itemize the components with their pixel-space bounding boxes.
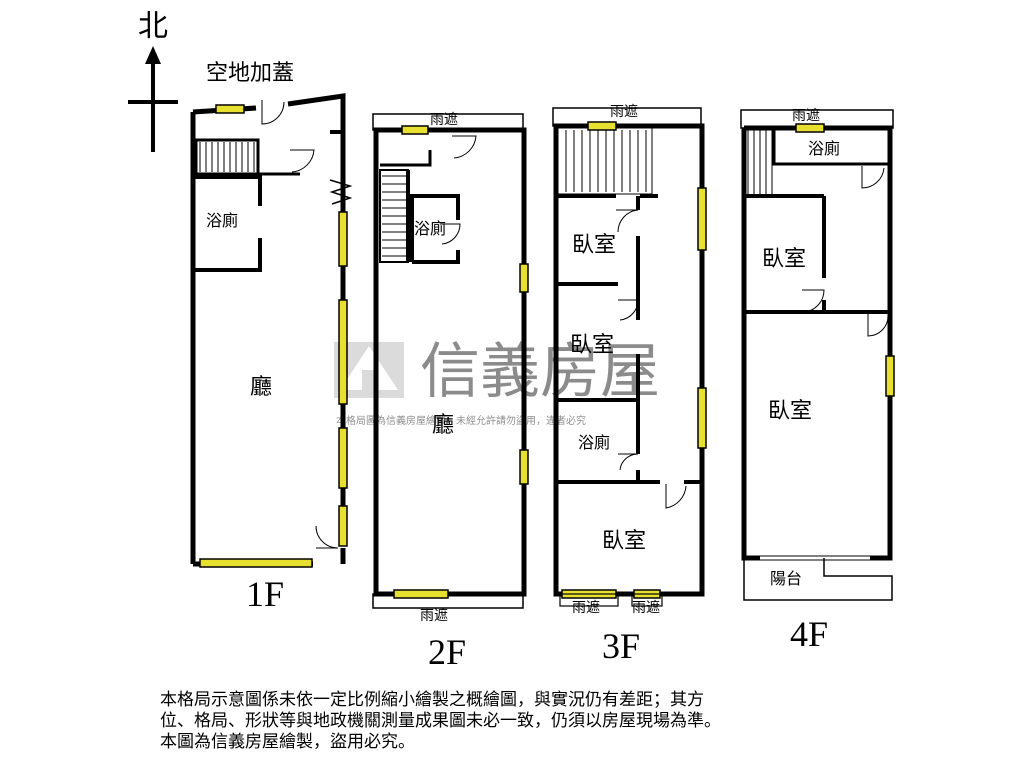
room-bedroom1-label: 臥室	[762, 247, 806, 272]
north-label: 北	[138, 10, 168, 43]
floor-1f-details	[199, 100, 353, 549]
door-icon	[315, 525, 339, 549]
canopy-top-label: 雨遮	[610, 104, 638, 120]
window-icon	[215, 104, 245, 114]
window-icon	[697, 187, 707, 251]
window-icon	[401, 125, 429, 135]
window-icon	[795, 123, 825, 133]
room-bedroom3-label: 臥室	[602, 529, 646, 554]
window-icon	[338, 211, 348, 267]
floor-3f	[552, 107, 705, 597]
canopy-top-label: 雨遮	[430, 112, 458, 128]
window-icon	[338, 505, 348, 547]
window-icon	[519, 263, 529, 293]
disclaimer-line-3: 本圖為信義房屋繪製，盜用必究。	[160, 732, 415, 752]
door-icon	[802, 289, 825, 313]
room-bedroom1-label: 臥室	[572, 233, 616, 258]
disclaimer-line-1: 本格局示意圖係未依一定比例縮小繪製之概繪圖，與實況仍有差距；其方	[160, 690, 704, 710]
room-living-label: 廳	[250, 375, 272, 400]
canopy-top-label: 雨遮	[792, 108, 820, 124]
floor-2f-details	[382, 135, 477, 257]
floor-label-2f: 2F	[428, 632, 466, 672]
window-icon	[338, 299, 348, 405]
room-bath-label: 浴廁	[414, 219, 446, 238]
floor-1f	[190, 93, 346, 567]
room-bedroom2-label: 臥室	[570, 333, 614, 358]
disclaimer: 本格局示意圖係未依一定比例縮小繪製之概繪圖，與實況仍有差距；其方 位、格局、形狀…	[160, 690, 920, 753]
watermark-brand: 信義房屋	[420, 337, 660, 407]
window-icon	[519, 449, 529, 485]
floor-label-1f: 1F	[246, 574, 284, 614]
room-bath-label: 浴廁	[808, 139, 840, 158]
floor-label-3f: 3F	[602, 626, 640, 666]
room-balcony-label: 陽台	[770, 569, 802, 588]
arrow-up-icon	[145, 46, 161, 64]
door-icon	[665, 484, 687, 509]
window-icon	[393, 589, 449, 599]
door-icon	[290, 149, 315, 173]
canopy-bottom-label: 雨遮	[420, 608, 448, 624]
floor-4f	[740, 109, 894, 601]
window-icon	[199, 558, 313, 568]
canopy-bottom-left-label: 雨遮	[572, 600, 600, 616]
door-icon	[867, 314, 889, 337]
floor-3f-details	[565, 130, 687, 509]
floor-4f-windows	[795, 123, 895, 397]
window-icon	[697, 387, 707, 449]
room-bedroom2-label: 臥室	[768, 399, 812, 424]
floor-3f-canopies	[559, 593, 663, 607]
floor-1f-windows	[199, 104, 348, 568]
door-icon	[616, 209, 639, 233]
door-icon	[618, 299, 639, 321]
room-bath-label: 浴廁	[578, 433, 610, 452]
door-icon	[861, 166, 885, 189]
floor-label-4f: 4F	[790, 614, 828, 654]
room-living-label: 廳	[432, 413, 454, 438]
window-icon	[587, 121, 617, 131]
room-bath-label: 浴廁	[206, 211, 238, 230]
door-icon	[618, 453, 639, 471]
door-icon	[261, 100, 285, 125]
floor-4f-details	[747, 130, 889, 337]
canopy-bottom-right-label: 雨遮	[632, 600, 660, 616]
north-compass: 北	[128, 10, 178, 152]
disclaimer-line-2: 位、格局、形狀等與地政機關測量成果圖未必一致，仍須以房屋現場為準。	[160, 711, 721, 731]
window-icon	[338, 427, 348, 489]
room-addition-label: 空地加蓋	[206, 61, 294, 86]
window-icon	[885, 355, 895, 397]
door-icon	[452, 135, 477, 159]
door-icon	[440, 223, 461, 245]
floor-2f-windows	[393, 125, 529, 599]
